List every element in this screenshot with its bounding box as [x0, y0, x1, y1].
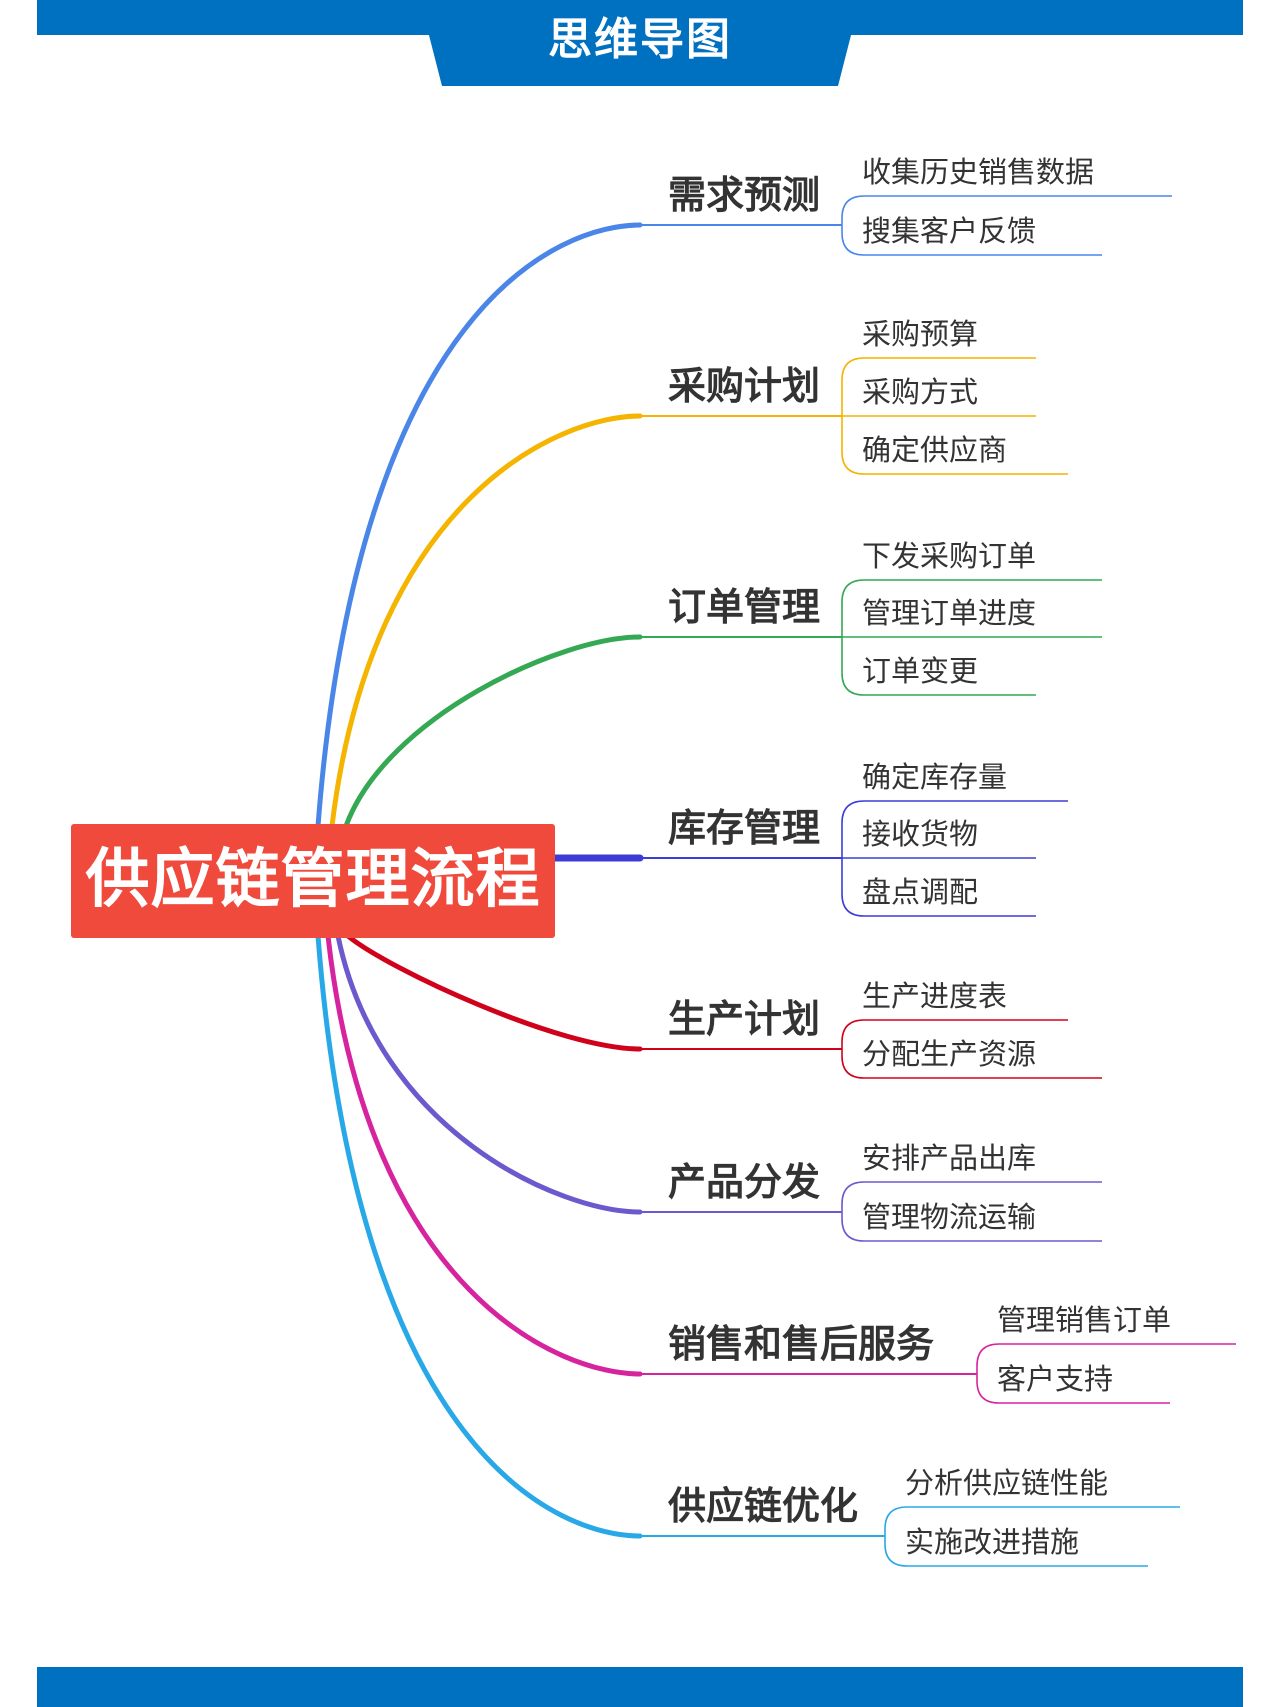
root-node	[71, 824, 555, 938]
branch-label-3: 库存管理	[668, 806, 821, 850]
leaf-label-0-0: 收集历史销售数据	[862, 155, 1095, 189]
leaf-label-1-2: 确定供应商	[862, 433, 1008, 467]
leaf-connector-1-2	[841, 416, 1068, 475]
leaf-label-5-1: 管理物流运输	[862, 1200, 1037, 1234]
footer-bar	[37, 1667, 1243, 1707]
header-title: 思维导图	[548, 14, 732, 65]
leaf-connector-2-2	[841, 637, 1036, 696]
leaf-label-5-0: 安排产品出库	[862, 1141, 1037, 1175]
connector-root-branch-0	[315, 222, 643, 829]
branch-label-5: 产品分发	[668, 1160, 821, 1204]
leaf-connector-2-0	[841, 579, 1102, 637]
leaf-connector-4-0	[841, 1019, 1068, 1049]
leaf-connector-0-1	[841, 225, 1102, 256]
leaf-label-2-0: 下发采购订单	[862, 539, 1037, 573]
leaf-label-4-0: 生产进度表	[862, 979, 1008, 1013]
leaf-label-1-0: 采购预算	[862, 317, 979, 351]
leaf-label-3-2: 盘点调配	[862, 875, 979, 909]
leaf-label-2-2: 订单变更	[862, 654, 979, 688]
branch-label-4: 生产计划	[668, 997, 821, 1041]
leaf-label-3-0: 确定库存量	[862, 760, 1008, 794]
branch-label-7: 供应链优化	[668, 1484, 859, 1528]
branch-label-0: 需求预测	[668, 173, 821, 217]
leaf-label-3-1: 接收货物	[862, 817, 979, 851]
leaf-connector-4-1	[841, 1049, 1102, 1079]
leaf-connector-5-1	[841, 1212, 1102, 1242]
leaf-label-6-0: 管理销售订单	[997, 1303, 1172, 1337]
leaf-connector-6-1	[976, 1374, 1170, 1404]
branch-label-2: 订单管理	[668, 585, 821, 629]
leaf-connector-1-0	[841, 357, 1036, 416]
leaf-connector-7-1	[884, 1536, 1148, 1567]
connector-root-branch-6	[325, 933, 643, 1377]
leaf-connector-0-0	[841, 195, 1172, 225]
connector-root-branch-1	[329, 413, 643, 829]
header-tab	[420, 0, 860, 86]
connector-root-branch-5	[335, 933, 643, 1215]
leaf-label-7-1: 实施改进措施	[905, 1525, 1080, 1559]
leaf-connector-5-0	[841, 1181, 1102, 1212]
connector-root-branch-2	[343, 634, 643, 829]
leaf-connector-6-0	[976, 1343, 1236, 1374]
connector-root-branch-7	[315, 933, 643, 1539]
leaf-label-6-1: 客户支持	[997, 1362, 1114, 1396]
connector-root-branch-4	[345, 933, 643, 1052]
leaf-label-1-1: 采购方式	[862, 375, 979, 409]
root-label: 供应链管理流程	[85, 843, 541, 917]
leaf-connector-3-0	[841, 800, 1068, 858]
leaf-connector-7-0	[884, 1506, 1180, 1536]
leaf-label-0-1: 搜集客户反馈	[862, 214, 1037, 248]
branch-label-6: 销售和售后服务	[668, 1322, 935, 1366]
leaf-connector-3-2	[841, 858, 1036, 917]
leaf-label-7-0: 分析供应链性能	[905, 1466, 1109, 1500]
branch-label-1: 采购计划	[668, 364, 821, 408]
leaf-label-4-1: 分配生产资源	[862, 1037, 1037, 1071]
leaf-label-2-1: 管理订单进度	[862, 596, 1037, 630]
